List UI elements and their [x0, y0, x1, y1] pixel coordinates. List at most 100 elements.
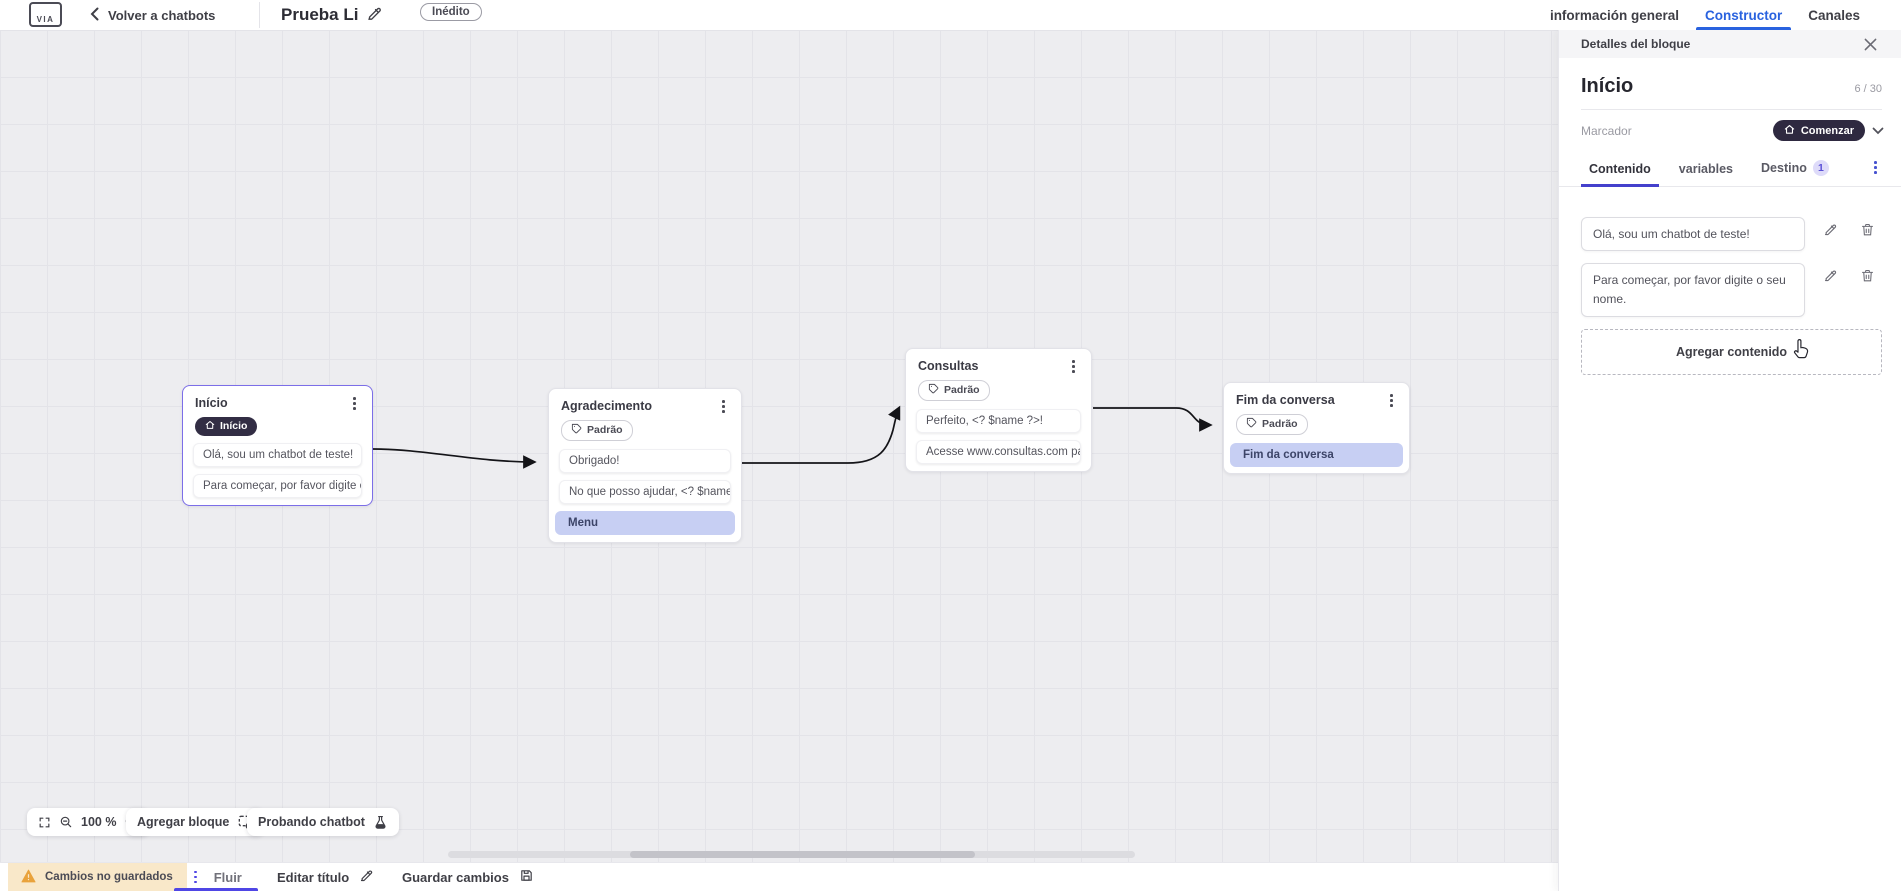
- tab-fluir[interactable]: Fluir: [174, 863, 258, 891]
- flow-options-icon[interactable]: [190, 869, 201, 886]
- tab-variables-label: variables: [1678, 161, 1734, 176]
- node-title: Consultas: [918, 359, 979, 374]
- node-message[interactable]: No que posso ajudar, <? $name ...: [559, 479, 731, 504]
- flow-node-inicio[interactable]: Início Início Olá, sou um chatbot de tes…: [182, 385, 373, 506]
- logo-text: VIA: [36, 15, 55, 24]
- bottom-bar: Cambios no guardados Fluir Editar título…: [0, 862, 1558, 891]
- node-message[interactable]: Olá, sou um chatbot de teste!: [193, 442, 362, 467]
- block-name: Início: [1581, 75, 1634, 97]
- panel-tabs-menu-icon[interactable]: [1870, 159, 1881, 176]
- tab-variables[interactable]: variables: [1671, 162, 1741, 186]
- home-icon: [205, 420, 215, 433]
- node-header: Agradecimento: [549, 389, 741, 420]
- marker-value-pill[interactable]: Comenzar: [1772, 120, 1865, 141]
- tag-icon: [1246, 417, 1257, 431]
- tab-canales[interactable]: Canales: [1808, 7, 1860, 23]
- delete-content-icon[interactable]: [1860, 222, 1875, 237]
- horizontal-scrollbar[interactable]: [448, 851, 1135, 858]
- marker-value-label: Comenzar: [1800, 124, 1854, 137]
- tag-pill: Padrão: [1236, 413, 1308, 435]
- delete-content-icon[interactable]: [1860, 268, 1875, 283]
- node-message[interactable]: Acesse www.consultas.com par...: [916, 439, 1081, 464]
- node-header: Consultas: [906, 349, 1091, 380]
- header-divider: [259, 2, 260, 28]
- content-text[interactable]: Para começar, por favor digite o seu nom…: [1581, 263, 1805, 317]
- node-menu-icon[interactable]: [1068, 358, 1079, 375]
- top-bar: VIA Volver a chatbots Prueba Li Inédito …: [0, 0, 1901, 30]
- status-badge: Inédito: [420, 3, 482, 21]
- edit-title-icon[interactable]: [366, 5, 383, 27]
- add-content-label: Agregar contenido: [1675, 344, 1788, 359]
- chatbot-title: Prueba Li: [281, 5, 359, 24]
- edge-consultas-fim: [1093, 407, 1213, 432]
- panel-tabs: Contenido variables Destino 1: [1559, 147, 1901, 187]
- save-changes-label: Guardar cambios: [402, 869, 509, 885]
- zoom-out-icon[interactable]: [59, 815, 73, 829]
- node-menu-icon[interactable]: [1386, 392, 1397, 409]
- tab-destino[interactable]: Destino 1: [1753, 159, 1837, 186]
- back-to-chatbots-button[interactable]: Volver a chatbots: [90, 0, 215, 30]
- flow-node-fim-da-conversa[interactable]: Fim da conversa Padrão Fim da conversa: [1223, 382, 1410, 474]
- node-title: Agradecimento: [561, 399, 652, 414]
- node-menu-icon[interactable]: [349, 395, 360, 412]
- test-chatbot-label: Probando chatbot: [258, 815, 365, 829]
- add-content-button[interactable]: Agregar contenido: [1581, 328, 1882, 375]
- content-text[interactable]: Olá, sou um chatbot de teste!: [1581, 216, 1805, 252]
- node-menu-row[interactable]: Menu: [555, 510, 735, 535]
- node-header: Fim da conversa: [1224, 383, 1409, 414]
- flow-node-agradecimento[interactable]: Agradecimento Padrão Obrigado! No que po…: [548, 388, 742, 543]
- start-marker-label: Início: [220, 420, 248, 433]
- character-counter: 6 / 30: [1854, 83, 1882, 95]
- node-message[interactable]: Obrigado!: [559, 448, 731, 473]
- scrollbar-thumb[interactable]: [630, 851, 975, 858]
- panel-title: Detalles del bloque: [1581, 37, 1691, 51]
- tab-contenido[interactable]: Contenido: [1581, 161, 1659, 187]
- tab-contenido-label: Contenido: [1589, 161, 1651, 176]
- flow-node-consultas[interactable]: Consultas Padrão Perfeito, <? $name ?>! …: [905, 348, 1092, 472]
- divider: [1581, 109, 1882, 110]
- panel-header: Detalles del bloque: [1559, 30, 1901, 58]
- node-message[interactable]: Para começar, por favor digite o ...: [193, 473, 362, 498]
- tag-icon: [571, 423, 582, 437]
- add-block-label: Agregar bloque: [137, 815, 230, 829]
- flow-canvas[interactable]: Início Início Olá, sou um chatbot de tes…: [0, 30, 1558, 862]
- node-header: Início: [183, 386, 372, 417]
- tab-informacion-general[interactable]: información general: [1549, 7, 1679, 23]
- unsaved-changes-label: Cambios no guardados: [45, 871, 173, 883]
- test-chatbot-button[interactable]: Probando chatbot: [247, 808, 399, 836]
- edge-agradecimento-consultas: [742, 405, 901, 464]
- node-end-row[interactable]: Fim da conversa: [1230, 442, 1403, 467]
- content-actions: [1823, 263, 1875, 283]
- save-changes-button[interactable]: Guardar cambios: [402, 863, 534, 891]
- tag-pill: Padrão: [918, 379, 990, 401]
- tab-destino-label: Destino: [1761, 160, 1807, 175]
- content-item: Olá, sou um chatbot de teste!: [1581, 216, 1901, 252]
- tag-pill-label: Padrão: [944, 384, 980, 397]
- add-block-button[interactable]: Agregar bloque: [126, 808, 265, 836]
- flask-icon: [373, 815, 388, 830]
- marker-label: Marcador: [1581, 123, 1632, 138]
- edge-inicio-agradecimento: [372, 448, 537, 469]
- unsaved-changes-chip: Cambios no guardados: [8, 863, 187, 891]
- node-menu-icon[interactable]: [718, 398, 729, 415]
- tag-pill-label: Padrão: [587, 424, 623, 437]
- close-icon[interactable]: [1864, 38, 1877, 51]
- tab-constructor[interactable]: Constructor: [1695, 0, 1792, 30]
- content-actions: [1823, 217, 1875, 237]
- content-item: Para começar, por favor digite o seu nom…: [1581, 263, 1901, 317]
- flow-tab-label: Fluir: [213, 869, 242, 885]
- fit-screen-icon[interactable]: [38, 816, 51, 829]
- node-message[interactable]: Perfeito, <? $name ?>!: [916, 408, 1081, 433]
- builder-tabs: información general Constructor Canales: [1550, 0, 1860, 30]
- node-title: Início: [195, 396, 228, 411]
- save-icon: [519, 868, 534, 886]
- home-icon: [1784, 124, 1795, 138]
- edit-title-button[interactable]: Editar título: [277, 863, 374, 891]
- edit-content-icon[interactable]: [1823, 268, 1838, 283]
- edit-content-icon[interactable]: [1823, 222, 1838, 237]
- content-list: Olá, sou um chatbot de teste! Para começ…: [1559, 187, 1901, 317]
- tag-pill: Padrão: [561, 419, 633, 441]
- brand-logo[interactable]: VIA: [29, 2, 62, 27]
- chevron-down-icon[interactable]: [1872, 127, 1884, 135]
